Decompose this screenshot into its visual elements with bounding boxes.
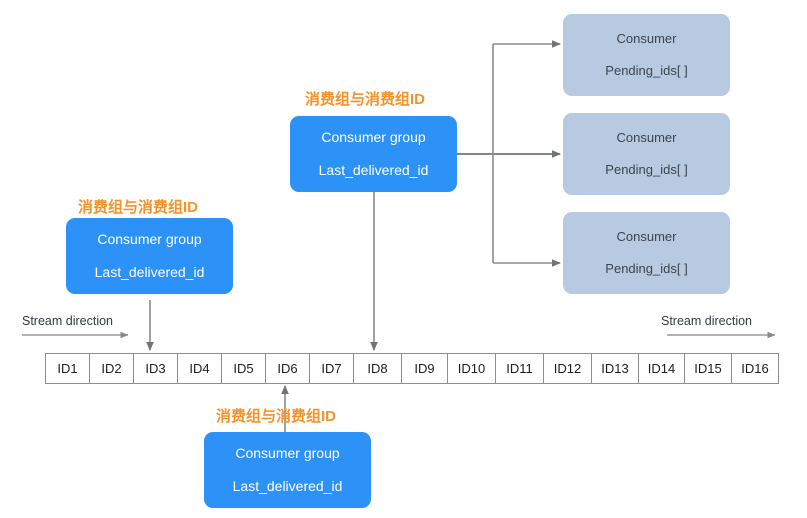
stream-cell: ID11 [496, 354, 544, 383]
stream-direction-label-right: Stream direction [661, 314, 753, 328]
consumer-card-1[interactable]: Consumer Pending_ids[ ] [563, 14, 730, 96]
consumer-pending-ids: Pending_ids[ ] [605, 162, 688, 177]
stream-cell: ID9 [402, 354, 448, 383]
stream-cell: ID6 [266, 354, 310, 383]
consumer-title: Consumer [616, 130, 677, 146]
stream-direction-label-left: Stream direction [22, 314, 114, 328]
annotation-left: 消费组与消费组ID [78, 199, 199, 216]
consumer-card-2[interactable]: Consumer Pending_ids[ ] [563, 113, 730, 195]
consumer-title: Consumer [616, 31, 677, 47]
consumer-pending-ids: Pending_ids[ ] [605, 63, 688, 78]
stream-cell: ID3 [134, 354, 178, 383]
stream-cell: ID10 [448, 354, 496, 383]
stream-cell: ID12 [544, 354, 592, 383]
consumer-group-title: Consumer group [235, 445, 340, 462]
consumer-group-card-bottom[interactable]: Consumer group Last_delivered_id [204, 432, 371, 508]
consumer-group-last-delivered-id: Last_delivered_id [94, 264, 205, 280]
stream-cell: ID14 [639, 354, 685, 383]
consumer-group-card-left[interactable]: Consumer group Last_delivered_id [66, 218, 233, 294]
stream-cell: ID16 [732, 354, 779, 383]
stream-cell: ID15 [685, 354, 732, 383]
consumer-card-3[interactable]: Consumer Pending_ids[ ] [563, 212, 730, 294]
stream-cell: ID8 [354, 354, 402, 383]
consumer-group-title: Consumer group [97, 231, 202, 248]
annotation-center: 消费组与消费组ID [305, 91, 426, 108]
stream-cell: ID1 [46, 354, 90, 383]
stream-cell: ID13 [592, 354, 639, 383]
stream-cell: ID7 [310, 354, 354, 383]
consumer-group-last-delivered-id: Last_delivered_id [318, 162, 429, 178]
stream-cell: ID2 [90, 354, 134, 383]
consumer-group-title: Consumer group [321, 129, 426, 146]
consumer-group-card-center[interactable]: Consumer group Last_delivered_id [290, 116, 457, 192]
consumer-title: Consumer [616, 229, 677, 245]
consumer-group-last-delivered-id: Last_delivered_id [232, 478, 343, 494]
consumer-pending-ids: Pending_ids[ ] [605, 261, 688, 276]
annotation-bottom: 消费组与消费组ID [216, 408, 337, 425]
stream-cell: ID5 [222, 354, 266, 383]
stream-cell: ID4 [178, 354, 222, 383]
